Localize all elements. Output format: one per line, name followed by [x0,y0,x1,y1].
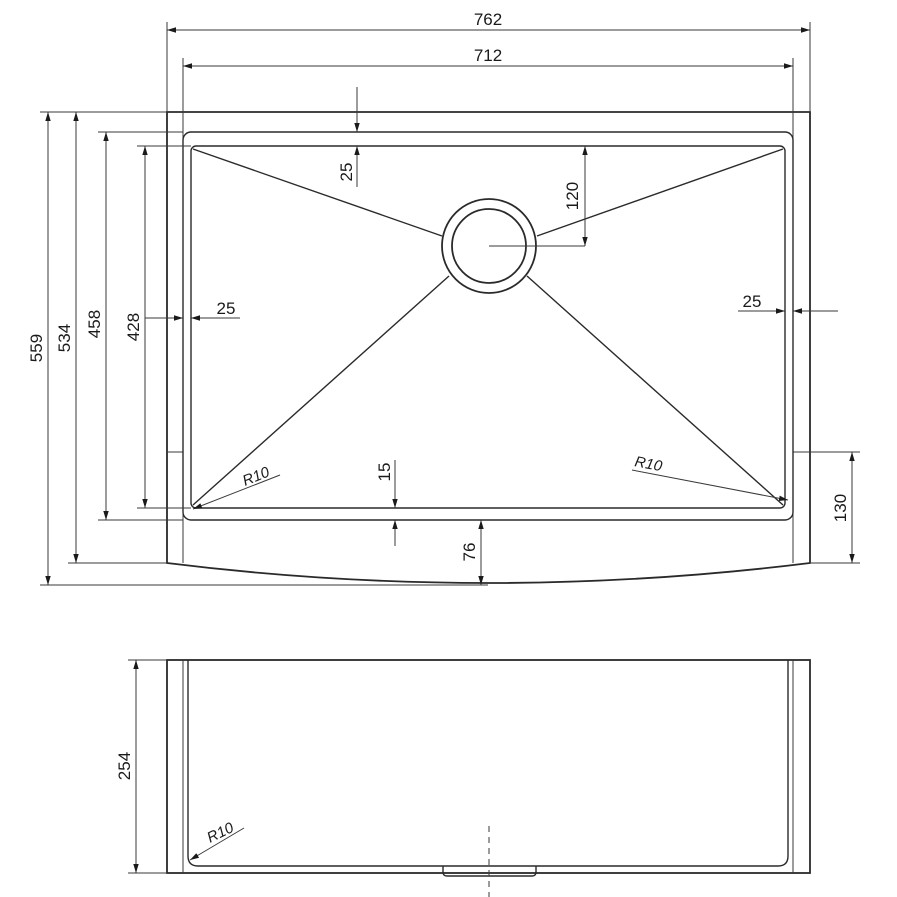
slope-line-tr [536,148,784,237]
dim-side-corner-radius: R10 [204,819,237,847]
dim-right-rim: 25 [743,292,762,311]
dim-bowl-height: 254 [115,752,134,780]
dim-bowl-outer-depth: 458 [85,310,104,338]
top-view-dimensions: 762 712 25 120 559 534 458 428 [27,10,860,586]
top-view [166,111,811,584]
dim-overall-width: 762 [474,10,502,29]
dim-bowl-inner-depth: 428 [124,313,143,341]
dim-apron-height: 130 [831,494,850,522]
dim-drain-offset: 120 [563,182,582,210]
bowl-floor [190,145,786,509]
slope-line-bl [192,275,450,506]
dim-top-rim: 25 [337,163,356,182]
dim-depth-front: 534 [55,324,74,352]
side-view: 254 R10 [115,659,811,897]
sink-outline [166,111,811,584]
dim-corner-radius-left: R10 [240,463,272,489]
slope-line-tl [192,148,443,237]
slope-line-br [526,275,784,506]
dim-left-rim: 25 [217,299,236,318]
dim-apron-curve: 76 [460,543,479,562]
dim-front-ledge: 15 [375,463,394,482]
dim-inner-width: 712 [474,46,502,65]
dim-corner-radius-right: R10 [633,453,664,475]
bowl-rim [182,131,794,521]
side-bowl [187,660,789,867]
dim-overall-depth: 559 [27,334,46,362]
